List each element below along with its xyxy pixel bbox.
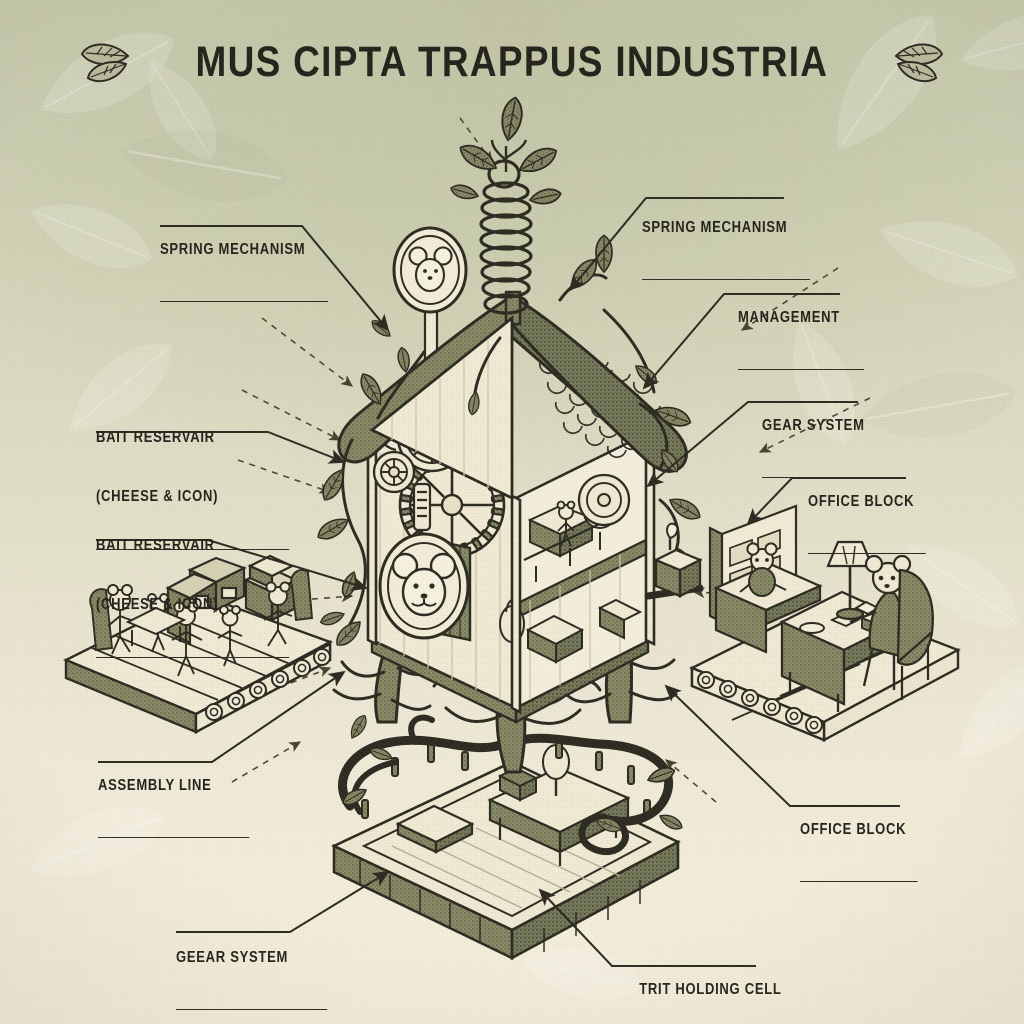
label-underline xyxy=(98,837,250,839)
bait-reservair-disc-lower xyxy=(378,532,472,642)
gable-face xyxy=(369,315,514,501)
label-geear-system[interactable]: GEEAR SYSTEM xyxy=(176,908,328,1024)
label-underline xyxy=(642,279,810,281)
office-block-scene xyxy=(689,504,961,743)
wooden-base-platform xyxy=(330,712,686,961)
label-underline xyxy=(96,548,290,550)
label-underline xyxy=(800,881,918,883)
label-assembly-line[interactable]: ASSEMBLY LINE xyxy=(98,736,250,878)
label-spring-mechanism-right[interactable]: SPRING MECHANISM xyxy=(642,178,810,320)
leader-bait-lower xyxy=(96,539,368,591)
label-underline xyxy=(738,369,864,371)
bait-reservair-disc-upper xyxy=(392,226,468,368)
label-office-block-lower[interactable]: OFFICE BLOCK xyxy=(800,780,918,922)
office-conveyor-rollers xyxy=(697,671,823,734)
conveyor-rollers xyxy=(205,648,331,721)
label-trit-holding-cell[interactable]: TRIT HOLDING CELL xyxy=(639,940,799,1024)
label-gear-system[interactable]: GEAR SYSTEM xyxy=(762,376,880,518)
leader-geear-system xyxy=(176,870,390,933)
page-title: MUS CIPTA TRAPPUS INDUSTRIA xyxy=(196,38,829,87)
coil-spring-antenna xyxy=(448,95,563,315)
office-chair xyxy=(896,568,934,700)
leader-spring-mechanism-right xyxy=(568,197,784,292)
leader-gear-system xyxy=(646,401,858,488)
leaf-sprig-icon-right xyxy=(894,43,944,83)
leader-bait-upper xyxy=(96,431,346,464)
worker-mouse-interior xyxy=(556,500,576,547)
root-vine-ring xyxy=(338,714,674,856)
label-office-block-upper[interactable]: OFFICE BLOCK xyxy=(808,452,926,594)
leader-assembly-line xyxy=(98,670,346,763)
label-management[interactable]: MANAGEMENT xyxy=(738,268,864,410)
label-underline xyxy=(762,477,880,479)
leader-management xyxy=(642,293,840,390)
label-bait-reservair-lower[interactable]: BAIT RESERVAIR (CHEESE & ICON) xyxy=(96,496,290,697)
executive-mouse xyxy=(849,554,912,690)
leader-lines xyxy=(96,197,906,967)
assembly-workers xyxy=(89,569,314,677)
poster-title-block: MUS CIPTA TRAPPUS INDUSTRIA xyxy=(0,36,1024,88)
label-underline xyxy=(176,1009,328,1011)
leader-spring-mechanism-left xyxy=(160,225,390,332)
label-spring-mechanism-left[interactable]: SPRING MECHANISM xyxy=(160,200,328,342)
label-underline xyxy=(160,301,328,303)
lantern-arm xyxy=(644,522,704,600)
label-underline xyxy=(808,553,926,555)
label-bait-reservair-upper[interactable]: BAIT RESERVAIR (CHEESE & ICON) xyxy=(96,388,290,589)
roof-eave-right xyxy=(506,293,688,473)
leader-trit-holding-cell xyxy=(538,888,756,967)
clerk-mouse xyxy=(739,542,787,597)
leader-office-block-lower xyxy=(664,684,900,807)
leaf-sprig-icon-left xyxy=(80,43,130,83)
label-underline xyxy=(96,656,290,658)
assembly-line-scene xyxy=(63,554,333,735)
mouse-face-emblem xyxy=(391,552,457,617)
